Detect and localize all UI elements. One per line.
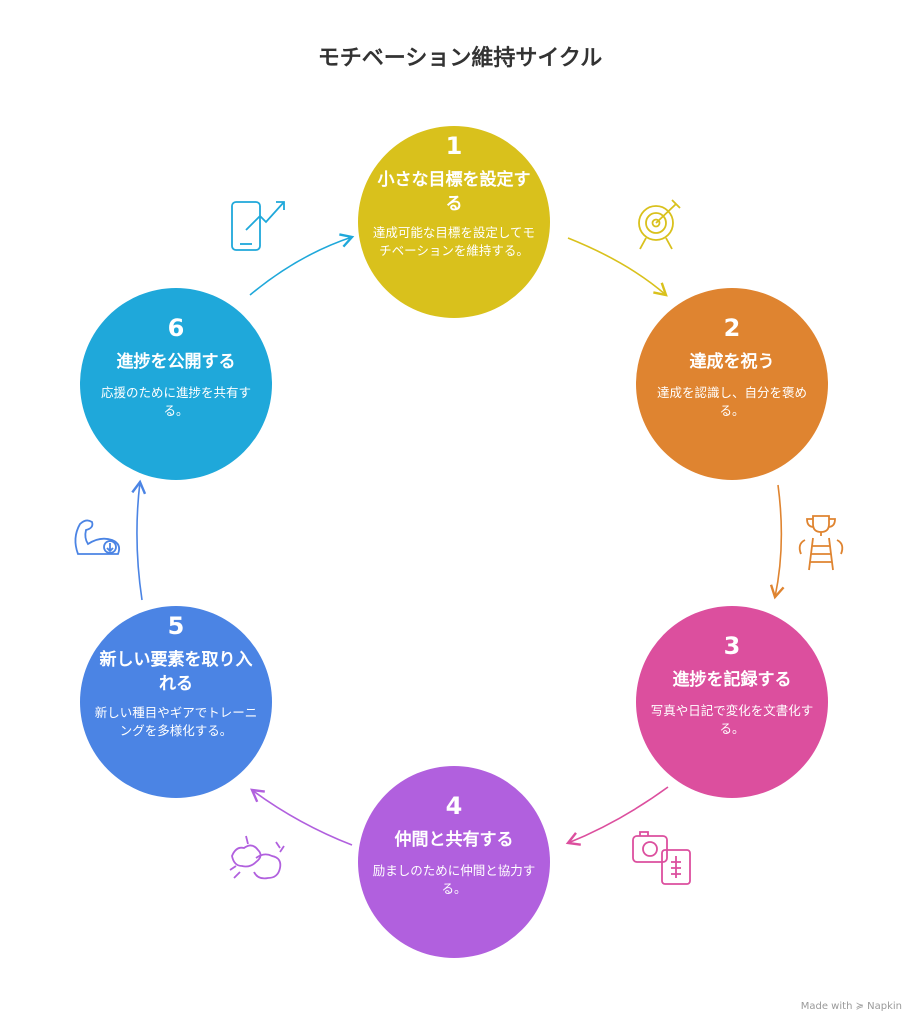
camera-journal-icon [632, 831, 691, 885]
arrow-4-to-5 [250, 788, 353, 846]
flexed-arm-icon [74, 519, 121, 555]
step-number: 5 [167, 612, 185, 640]
step-2-circle: 2 達成を祝う 達成を認識し、自分を褒める。 [636, 288, 828, 480]
step-description: 励ましのために仲間と協力する。 [372, 863, 536, 896]
step-description: 応援のために進捗を共有する。 [100, 385, 251, 418]
step-1-circle: 1 小さな目標を設定する 達成可能な目標を設定してモチベーションを維持する。 [358, 126, 550, 318]
arrow-1-to-2 [567, 237, 668, 297]
step-3-circle: 3 進捗を記録する 写真や日記で変化を文書化する。 [636, 606, 828, 798]
step-title: 達成を祝う [689, 352, 775, 372]
step-description: 新しい種目やギアでトレーニングを多様化する。 [94, 705, 258, 738]
step-number: 6 [167, 314, 185, 342]
arrow-6-to-1 [249, 233, 355, 296]
step-4-circle: 4 仲間と共有する 励ましのために仲間と協力する。 [358, 766, 550, 958]
phone-trend-icon [231, 201, 285, 251]
step-title: 進捗を記録する [672, 670, 792, 690]
trophy-ladder-icon [798, 515, 844, 571]
step-title: 新しい要素を取り入れる [99, 650, 253, 694]
arrow-2-to-3 [769, 484, 785, 600]
step-number: 2 [723, 314, 741, 342]
diagram-title: モチベーション維持サイクル [317, 46, 603, 71]
step-6-circle: 6 進捗を公開する 応援のために進捗を共有する。 [80, 288, 272, 480]
step-5-circle: 5 新しい要素を取り入れる 新しい種目やギアでトレーニングを多様化する。 [80, 606, 272, 798]
step-description: 達成可能な目標を設定してモチベーションを維持する。 [372, 225, 536, 258]
step-description: 写真や日記で変化を文書化する。 [650, 703, 814, 736]
hands-icon [229, 835, 285, 880]
step-number: 1 [445, 132, 463, 160]
arrow-3-to-4 [565, 786, 669, 846]
step-number: 3 [723, 632, 741, 660]
step-title: 仲間と共有する [394, 830, 514, 850]
footer-credit: Made with ≽ Napkin [800, 1001, 902, 1012]
step-description: 達成を認識し、自分を褒める。 [656, 385, 807, 418]
step-title: 進捗を公開する [116, 352, 236, 372]
arrow-5-to-6 [131, 479, 147, 601]
step-number: 4 [445, 792, 463, 820]
target-icon [638, 199, 681, 250]
step-title: 小さな目標を設定する [377, 170, 531, 214]
